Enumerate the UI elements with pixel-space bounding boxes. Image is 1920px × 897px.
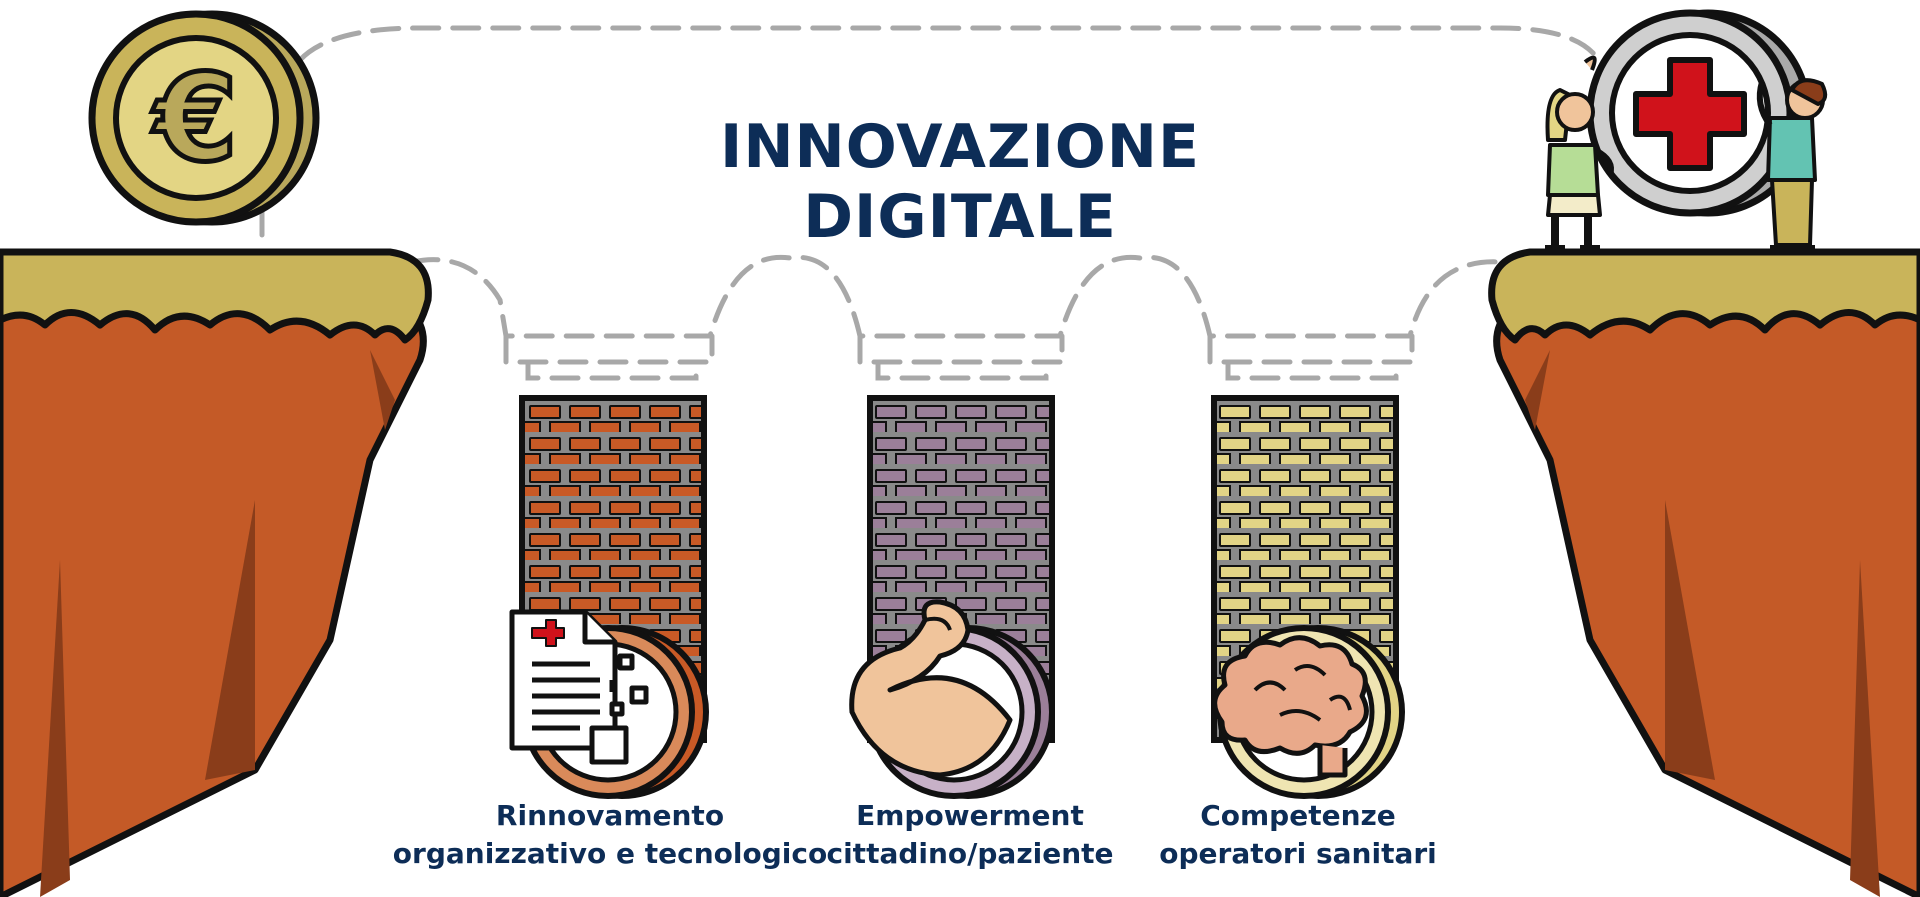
pillar-label-line2: operatori sanitari bbox=[1159, 837, 1437, 870]
pillar-label-competenze: Competenze operatori sanitari bbox=[1068, 797, 1528, 873]
brain-icon bbox=[1212, 635, 1369, 778]
pillar-rinnovamento bbox=[509, 395, 709, 799]
right-cliff bbox=[1488, 248, 1920, 897]
person-boy-icon bbox=[1756, 78, 1828, 251]
page-title: INNOVAZIONE DIGITALE bbox=[720, 112, 1200, 252]
pillar-label-line1: Competenze bbox=[1200, 799, 1396, 832]
medical-document-icon bbox=[509, 609, 649, 765]
euro-coin-icon: € bbox=[88, 10, 320, 226]
flexed-arm-icon bbox=[849, 599, 1013, 778]
pillar-competenze bbox=[1211, 395, 1405, 799]
pillar-label-line1: Empowerment bbox=[856, 799, 1084, 832]
person-girl-icon bbox=[1545, 55, 1614, 251]
pillar-label-empowerment: Empowerment cittadino/paziente bbox=[740, 797, 1200, 873]
pillar-label-line2: cittadino/paziente bbox=[826, 837, 1114, 870]
pillar-label-line2: organizzativo e tecnologico bbox=[392, 837, 828, 870]
left-cliff bbox=[0, 248, 432, 897]
pillar-empowerment bbox=[849, 395, 1055, 799]
euro-symbol: € bbox=[151, 50, 238, 189]
pillar-label-rinnovamento: Rinnovamento organizzativo e tecnologico bbox=[380, 797, 840, 873]
bridge-dashed-outline bbox=[259, 25, 1603, 381]
pillar-label-line1: Rinnovamento bbox=[495, 799, 725, 832]
